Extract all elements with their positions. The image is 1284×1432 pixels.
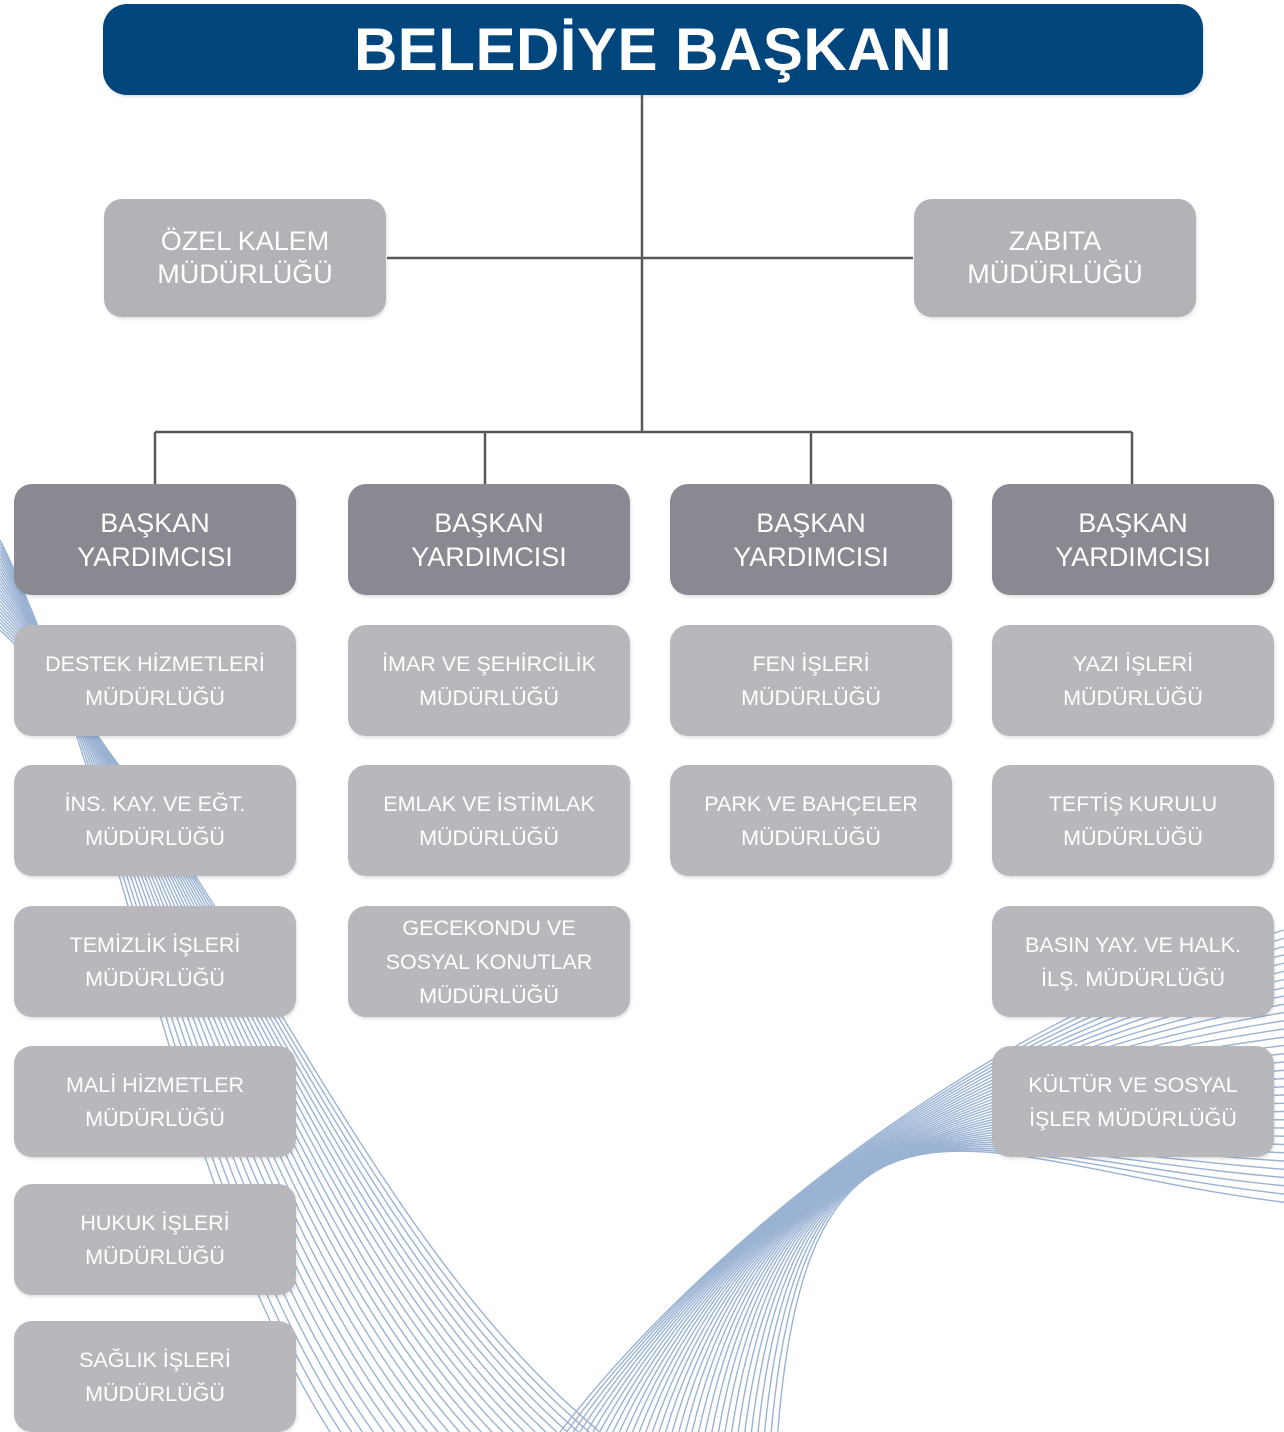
box-line: MÜDÜRLÜĞÜ: [419, 983, 559, 1008]
box-line: YARDIMCISI: [1055, 541, 1211, 572]
directorate-box: KÜLTÜR VE SOSYAL İŞLER MÜDÜRLÜĞÜ: [992, 1046, 1274, 1157]
box-line: GECEKONDU VE: [402, 915, 576, 940]
mayor-box: BELEDİYE BAŞKANI: [103, 4, 1203, 95]
box-line: PARK VE BAHÇELER: [704, 791, 918, 816]
directorate-box: GECEKONDU VE SOSYAL KONUTLAR MÜDÜRLÜĞÜ: [348, 906, 630, 1017]
box-line: MALİ HİZMETLER: [66, 1072, 244, 1097]
box-line: YARDIMCISI: [733, 541, 889, 572]
box-line: MÜDÜRLÜĞÜ: [419, 825, 559, 850]
directorate-box: YAZI İŞLERİ MÜDÜRLÜĞÜ: [992, 625, 1274, 736]
box-line: SAĞLIK İŞLERİ: [79, 1347, 231, 1372]
deputy-mayor-box-2: BAŞKAN YARDIMCISI: [348, 484, 630, 595]
mayor-title: BELEDİYE BAŞKANI: [353, 16, 953, 83]
box-line: MÜDÜRLÜĞÜ: [85, 966, 225, 991]
box-line: FEN İŞLERİ: [752, 651, 870, 676]
box-line: HUKUK İŞLERİ: [80, 1210, 230, 1235]
box-line: MÜDÜRLÜĞÜ: [85, 1106, 225, 1131]
connector-lines: [153, 95, 1134, 484]
deputy-mayor-box-3: BAŞKAN YARDIMCISI: [670, 484, 952, 595]
box-line: BAŞKAN: [100, 507, 210, 538]
box-line: MÜDÜRLÜĞÜ: [85, 825, 225, 850]
directorate-box: İMAR VE ŞEHİRCİLİK MÜDÜRLÜĞÜ: [348, 625, 630, 736]
box-line: BAŞKAN: [434, 507, 544, 538]
box-line: MÜDÜRLÜĞÜ: [741, 825, 881, 850]
box-line: KÜLTÜR VE SOSYAL: [1028, 1072, 1238, 1097]
deputy-mayor-box-1: BAŞKAN YARDIMCISI: [14, 484, 296, 595]
box-line: YAZI İŞLERİ: [1072, 651, 1194, 676]
box-line: MÜDÜRLÜĞÜ: [157, 259, 333, 289]
box-line: İNS. KAY. VE EĞT.: [64, 791, 246, 816]
directorate-box: SAĞLIK İŞLERİ MÜDÜRLÜĞÜ: [14, 1321, 296, 1432]
box-line: BASIN YAY. VE HALK.: [1025, 932, 1241, 957]
directorate-box: MALİ HİZMETLER MÜDÜRLÜĞÜ: [14, 1046, 296, 1157]
box-line: YARDIMCISI: [77, 541, 233, 572]
box-line: MÜDÜRLÜĞÜ: [419, 685, 559, 710]
box-line: EMLAK VE İSTİMLAK: [383, 791, 595, 816]
box-line: İLŞ. MÜDÜRLÜĞÜ: [1041, 966, 1225, 991]
directorate-box: İNS. KAY. VE EĞT. MÜDÜRLÜĞÜ: [14, 765, 296, 876]
box-line: DESTEK HİZMETLERİ: [45, 651, 265, 676]
box-line: TEFTİŞ KURULU: [1048, 791, 1218, 816]
directorate-box: FEN İŞLERİ MÜDÜRLÜĞÜ: [670, 625, 952, 736]
directorate-box: HUKUK İŞLERİ MÜDÜRLÜĞÜ: [14, 1184, 296, 1295]
box-line: YARDIMCISI: [411, 541, 567, 572]
box-line: MÜDÜRLÜĞÜ: [85, 685, 225, 710]
directorate-box: TEFTİŞ KURULU MÜDÜRLÜĞÜ: [992, 765, 1274, 876]
box-line: MÜDÜRLÜĞÜ: [967, 259, 1143, 289]
box-line: ÖZEL KALEM: [160, 226, 330, 256]
box-line: MÜDÜRLÜĞÜ: [741, 685, 881, 710]
box-line: MÜDÜRLÜĞÜ: [1063, 825, 1203, 850]
directorate-box: BASIN YAY. VE HALK. İLŞ. MÜDÜRLÜĞÜ: [992, 906, 1274, 1017]
box-line: SOSYAL KONUTLAR: [385, 949, 593, 974]
directorate-box: EMLAK VE İSTİMLAK MÜDÜRLÜĞÜ: [348, 765, 630, 876]
box-line: MÜDÜRLÜĞÜ: [1063, 685, 1203, 710]
municipal-police-directorate-box: ZABITA MÜDÜRLÜĞÜ: [914, 199, 1196, 317]
directorate-box: TEMİZLİK İŞLERİ MÜDÜRLÜĞÜ: [14, 906, 296, 1017]
box-line: ZABITA: [1008, 226, 1102, 256]
box-line: MÜDÜRLÜĞÜ: [85, 1381, 225, 1406]
directorate-box: PARK VE BAHÇELER MÜDÜRLÜĞÜ: [670, 765, 952, 876]
private-office-directorate-box: ÖZEL KALEM MÜDÜRLÜĞÜ: [104, 199, 386, 317]
directorate-box: DESTEK HİZMETLERİ MÜDÜRLÜĞÜ: [14, 625, 296, 736]
deputy-mayor-box-4: BAŞKAN YARDIMCISI: [992, 484, 1274, 595]
box-line: İŞLER MÜDÜRLÜĞÜ: [1029, 1106, 1237, 1131]
box-line: İMAR VE ŞEHİRCİLİK: [382, 651, 596, 676]
box-line: TEMİZLİK İŞLERİ: [69, 932, 241, 957]
box-line: BAŞKAN: [1078, 507, 1188, 538]
box-line: MÜDÜRLÜĞÜ: [85, 1244, 225, 1269]
box-line: BAŞKAN: [756, 507, 866, 538]
